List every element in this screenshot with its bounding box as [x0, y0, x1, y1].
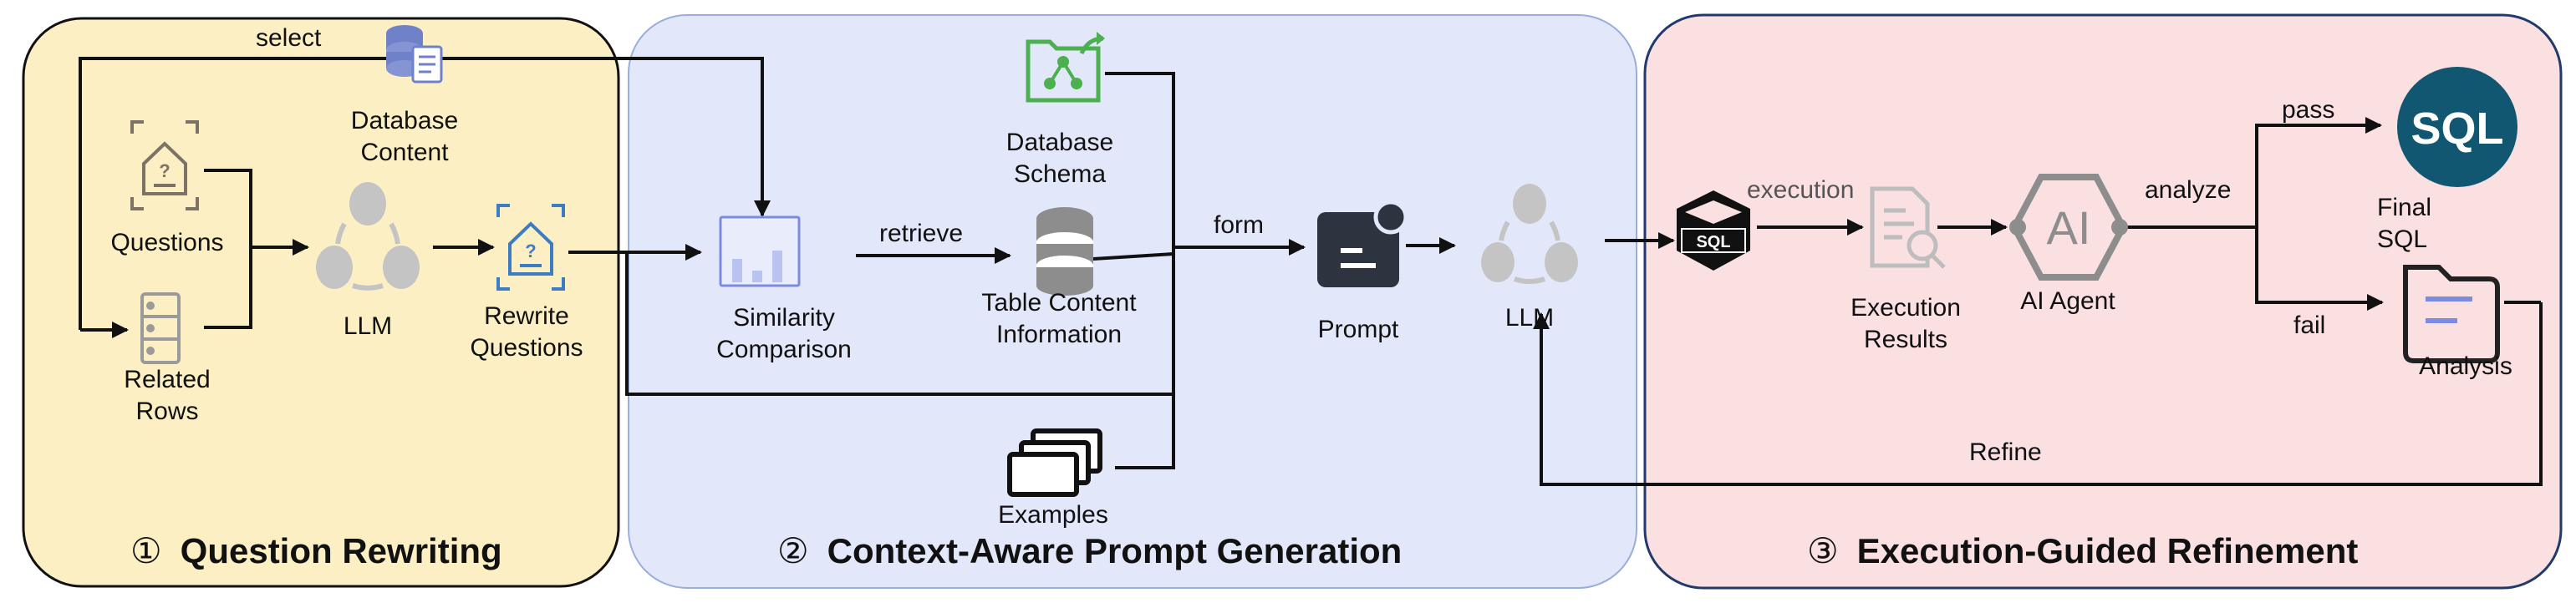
panel-title-execution-guided-refinement: ③ Execution-Guided Refinement — [1807, 530, 2358, 573]
label-database-schema-line2: Schema — [1013, 160, 1107, 188]
questions-icon: ? — [130, 120, 199, 210]
label-llm-2-line1: LLM — [1504, 304, 1555, 332]
label-questions-line1: Questions — [110, 229, 224, 256]
panel-title-3-text: Execution-Guided Refinement — [1856, 531, 2359, 570]
label-llm-1: LLM — [318, 311, 418, 342]
label-table-content-line1: Table Content — [981, 289, 1137, 317]
ai-agent-icon: AI — [2009, 174, 2128, 281]
panel-title-question-rewriting: ① Question Rewriting — [130, 530, 502, 573]
panel-title-context-aware-prompt: ② Context-Aware Prompt Generation — [777, 530, 1402, 573]
label-database-content: Database Content — [338, 105, 471, 169]
edge-refine — [1533, 302, 2543, 486]
label-prompt: Prompt — [1296, 314, 1421, 346]
label-table-content-line2: Information — [995, 321, 1123, 348]
panel-title-2-text: Context-Aware Prompt Generation — [827, 531, 1403, 570]
related-rows-icon — [140, 292, 181, 364]
examples-icon — [1007, 428, 1102, 497]
svg-text:?: ? — [525, 241, 536, 261]
panel-title-1-text: Question Rewriting — [180, 531, 502, 570]
final-sql-badge-label: SQL — [2411, 104, 2503, 154]
table-content-icon — [1036, 207, 1093, 296]
edge-label-pass: pass — [2282, 96, 2335, 124]
label-ai-agent: AI Agent — [2001, 286, 2135, 317]
label-related-rows-line2: Rows — [135, 398, 199, 425]
edge-label-fail: fail — [2293, 312, 2326, 339]
edge-label-execution: execution — [1747, 176, 1855, 204]
label-llm-2: LLM — [1479, 302, 1580, 334]
label-examples: Examples — [986, 499, 1120, 531]
ai-agent-label: AI — [2047, 201, 2091, 254]
edge-label-retrieve: retrieve — [879, 220, 964, 247]
label-execution-results: Execution Results — [1839, 292, 1973, 356]
edge-fail — [2255, 227, 2384, 311]
sql-cube-label: SQL — [1696, 233, 1730, 251]
edge-rewrite-bus — [625, 252, 1173, 396]
edge-label-select: select — [256, 24, 322, 52]
llm-2-icon — [1481, 184, 1578, 284]
panel-number-2: ② — [777, 531, 809, 570]
label-final-sql-line2: SQL — [2377, 225, 2428, 253]
panel-number-3: ③ — [1807, 531, 1839, 570]
label-execution-results-line1: Execution — [1851, 294, 1961, 322]
label-analysis: Analysis — [2407, 351, 2524, 383]
edge-label-refine: Refine — [1969, 438, 2042, 466]
panel-number-1: ① — [130, 531, 162, 570]
label-database-schema-line1: Database — [1005, 129, 1114, 156]
label-prompt-line1: Prompt — [1317, 316, 1399, 343]
label-related-rows: Related Rows — [100, 364, 234, 428]
label-analysis-line1: Analysis — [2419, 352, 2512, 380]
label-database-content-line1: Database — [350, 107, 459, 134]
execution-results-icon — [1870, 186, 1946, 269]
edge-label-form: form — [1214, 211, 1264, 239]
panel-execution-guided-refinement — [1643, 13, 2563, 590]
final-sql-icon: SQL — [2397, 67, 2517, 187]
label-ai-agent-line1: AI Agent — [2020, 287, 2115, 315]
label-rewrite-questions-line1: Rewrite — [484, 302, 569, 330]
label-database-content-line2: Content — [360, 139, 449, 166]
edge-schema-collector — [1105, 72, 1175, 469]
label-database-schema: Database Schema — [993, 127, 1127, 190]
label-related-rows-line1: Related — [124, 366, 211, 393]
label-examples-line1: Examples — [998, 501, 1108, 529]
label-execution-results-line2: Results — [1863, 326, 1948, 353]
svg-text:?: ? — [159, 160, 170, 181]
database-schema-icon — [1026, 32, 1105, 103]
sql-cube-icon: SQL — [1677, 190, 1750, 271]
label-final-sql: Final SQL — [2377, 192, 2461, 256]
label-questions: Questions — [100, 227, 234, 259]
label-similarity-comparison: Similarity Comparison — [700, 302, 868, 366]
label-rewrite-questions-line2: Questions — [470, 334, 583, 362]
rewrite-questions-icon: ? — [496, 204, 565, 291]
label-rewrite-questions: Rewrite Questions — [460, 301, 593, 364]
edge-label-analyze: analyze — [2145, 176, 2232, 204]
database-content-icon — [386, 25, 443, 84]
llm-1-icon — [316, 182, 420, 291]
label-similarity-line1: Similarity — [733, 304, 835, 332]
analysis-icon — [2403, 265, 2500, 363]
edge-table-to-collector — [1092, 252, 1174, 261]
label-table-content: Table Content Information — [963, 287, 1155, 351]
prompt-icon — [1317, 200, 1408, 287]
panel-question-rewriting — [22, 17, 620, 588]
label-similarity-line2: Comparison — [716, 336, 852, 363]
label-llm-1-line1: LLM — [343, 312, 393, 340]
edge-pass — [2255, 117, 2382, 227]
similarity-comparison-icon — [719, 215, 801, 287]
label-final-sql-line1: Final — [2377, 194, 2432, 221]
